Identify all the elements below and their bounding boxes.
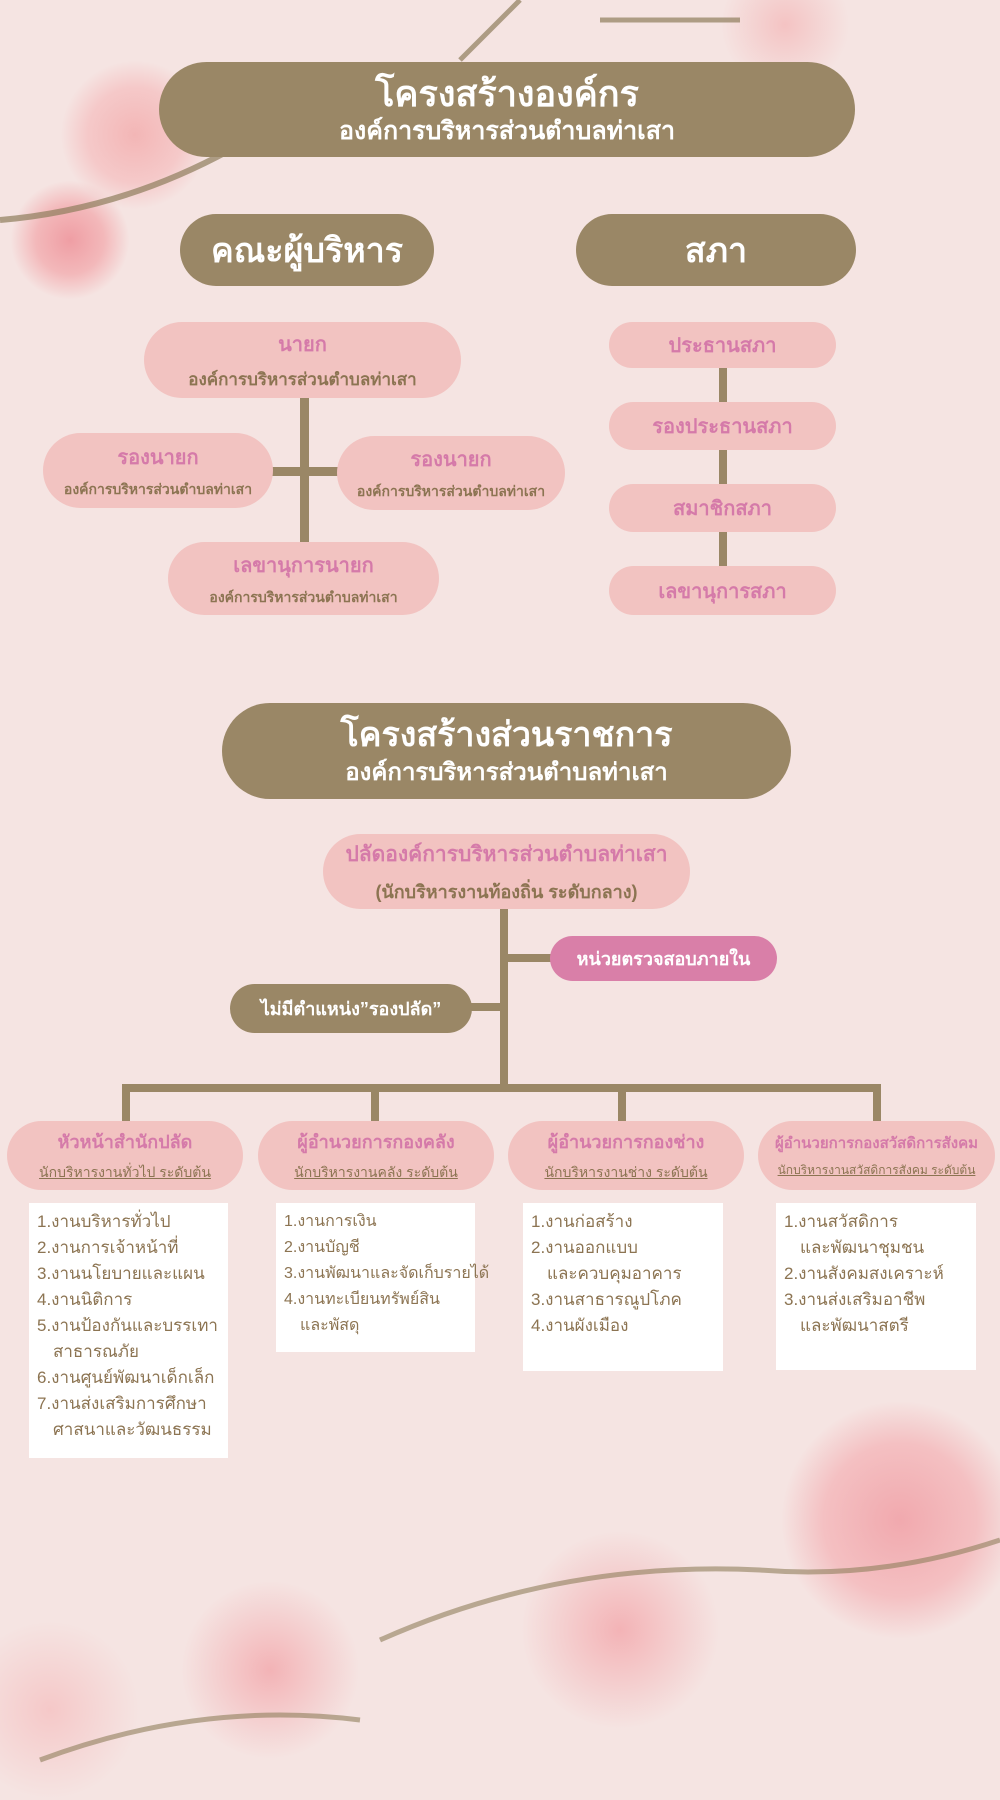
connector (470, 1003, 504, 1011)
task-item: ศาสนาและวัฒนธรรม (53, 1420, 212, 1439)
task-item: 2.งานบัญชี (284, 1239, 360, 1256)
council-heading-label: สภา (684, 231, 748, 271)
council-member-label: สมาชิกสภา (673, 498, 772, 520)
no-deputy-clerk-label: ไม่มีตำแหน่ง”รองปลัด” (260, 999, 442, 1019)
task-item: 1.งานสวัสดิการ (784, 1212, 898, 1231)
council-member-label: ประธานสภา (668, 335, 777, 357)
subtitle: องค์การบริหารส่วนตำบลท่าเสา (339, 115, 675, 145)
municipal-clerk-box: ปลัดองค์การบริหารส่วนตำบลท่าเสา (นักบริห… (323, 834, 690, 909)
mayor-secretary-title: เลขานุการนายก (233, 554, 374, 577)
council-member-label: เลขานุการสภา (658, 580, 787, 603)
council-vice-president-box: รองประธานสภา (609, 402, 836, 450)
division-head-box: หัวหน้าสำนักปลัด นักบริหารงานทั่วไป ระดั… (7, 1121, 243, 1190)
mayor-secretary-box: เลขานุการนายก องค์การบริหารส่วนตำบลท่าเส… (168, 542, 439, 615)
admin-structure-title: โครงสร้างส่วนราชการ องค์การบริหารส่วนตำบ… (222, 703, 791, 799)
deputy-mayor-left-box: รองนายก องค์การบริหารส่วนตำบลท่าเสา (43, 433, 273, 508)
division-head-box: ผู้อำนวยการกองคลัง นักบริหารงานคลัง ระดั… (258, 1121, 494, 1190)
division-title: ผู้อำนวยการกองคลัง (297, 1132, 455, 1152)
deputy-mayor-org: องค์การบริหารส่วนตำบลท่าเสา (356, 483, 546, 499)
blossom-decoration (780, 1400, 1000, 1640)
task-item: 7.งานส่งเสริมการศึกษา (37, 1394, 207, 1413)
division-title: หัวหน้าสำนักปลัด (57, 1132, 193, 1152)
task-item: และควบคุมอาคาร (547, 1264, 682, 1283)
task-item: 3.งานนโยบายและแผน (37, 1264, 205, 1283)
division-level: นักบริหารงานทั่วไป ระดับต้น (39, 1164, 211, 1180)
executives-heading-label: คณะผู้บริหาร (210, 231, 404, 271)
division-title: ผู้อำนวยการกองสวัสดิการสังคม (774, 1135, 979, 1152)
clerk-title: ปลัดองค์การบริหารส่วนตำบลท่าเสา (345, 842, 668, 866)
task-item: และพัฒนาชุมชน (800, 1238, 925, 1257)
task-item: 6.งานศูนย์พัฒนาเด็กเล็ก (37, 1368, 215, 1387)
council-secretary-box: เลขานุการสภา (609, 566, 836, 615)
clerk-level: (นักบริหารงานท้องถิ่น ระดับกลาง) (375, 881, 638, 902)
connector (371, 1084, 379, 1124)
mayor-title: นายก (278, 333, 327, 356)
task-item: 5.งานป้องกันและบรรเทา (37, 1316, 218, 1335)
task-item: 3.งานสาธารณูปโภค (531, 1290, 682, 1309)
connector (122, 1084, 130, 1124)
council-heading: สภา (576, 214, 856, 286)
blossom-decoration (520, 1530, 720, 1730)
deputy-mayor-right-box: รองนายก องค์การบริหารส่วนตำบลท่าเสา (337, 436, 565, 510)
deputy-mayor-title: รองนายก (117, 446, 199, 469)
title: โครงสร้างส่วนราชการ (340, 715, 673, 755)
internal-audit-label: หน่วยตรวจสอบภายใน (576, 949, 751, 969)
connector (719, 340, 727, 590)
task-item: 3.งานพัฒนาและจัดเก็บรายได้ (284, 1265, 490, 1282)
title: โครงสร้างองค์กร (375, 72, 639, 115)
task-item: และพัสดุ (300, 1317, 360, 1334)
subtitle: องค์การบริหารส่วนตำบลท่าเสา (345, 757, 668, 786)
division-task-list: 1.งานบริหารทั่วไป 2.งานการเจ้าหน้าที่ 3.… (29, 1203, 228, 1458)
connector (504, 954, 552, 962)
connector (873, 1084, 881, 1124)
division-level: นักบริหารงานสวัสดิการสังคม ระดับต้น (777, 1163, 976, 1177)
mayor-org: องค์การบริหารส่วนตำบลท่าเสา (188, 369, 417, 389)
task-item: 1.งานการเงิน (284, 1213, 377, 1230)
connector (618, 1084, 626, 1124)
blossom-decoration (180, 1580, 360, 1760)
deputy-mayor-org: องค์การบริหารส่วนตำบลท่าเสา (63, 480, 253, 497)
task-item: 3.งานส่งเสริมอาชีพ (784, 1290, 926, 1309)
internal-audit-box: หน่วยตรวจสอบภายใน (550, 936, 777, 981)
task-item: 1.งานบริหารทั่วไป (37, 1212, 171, 1231)
division-title: ผู้อำนวยการกองช่าง (547, 1132, 705, 1152)
division-level: นักบริหารงานคลัง ระดับต้น (294, 1164, 458, 1180)
executives-heading: คณะผู้บริหาร (180, 214, 434, 286)
task-item: 4.งานนิติการ (37, 1290, 133, 1309)
division-level: นักบริหารงานช่าง ระดับต้น (544, 1164, 708, 1180)
connector (122, 1084, 881, 1092)
blossom-decoration (0, 1620, 140, 1800)
connector (270, 467, 340, 476)
task-item: 2.งานสังคมสงเคราะห์ (784, 1264, 944, 1283)
task-item: สาธารณภัย (53, 1342, 139, 1361)
org-structure-title: โครงสร้างองค์กร องค์การบริหารส่วนตำบลท่า… (159, 62, 855, 157)
task-item: และพัฒนาสตรี (800, 1316, 909, 1335)
task-item: 2.งานออกแบบ (531, 1238, 638, 1257)
connector (500, 909, 508, 1089)
division-task-list: 1.งานการเงิน 2.งานบัญชี 3.งานพัฒนาและจัด… (276, 1203, 490, 1352)
division-head-box: ผู้อำนวยการกองช่าง นักบริหารงานช่าง ระดั… (508, 1121, 744, 1190)
task-item: 4.งานทะเบียนทรัพย์สิน (284, 1291, 440, 1308)
task-item: 4.งานผังเมือง (531, 1316, 629, 1335)
mayor-box: นายก องค์การบริหารส่วนตำบลท่าเสา (144, 322, 461, 398)
task-item: 2.งานการเจ้าหน้าที่ (37, 1238, 179, 1257)
no-deputy-clerk-box: ไม่มีตำแหน่ง”รองปลัด” (230, 984, 472, 1033)
division-task-list: 1.งานก่อสร้าง 2.งานออกแบบ และควบคุมอาคาร… (523, 1203, 723, 1371)
council-member-label: รองประธานสภา (652, 416, 793, 438)
council-members-box: สมาชิกสภา (609, 484, 836, 532)
council-president-box: ประธานสภา (609, 322, 836, 368)
mayor-secretary-org: องค์การบริหารส่วนตำบลท่าเสา (209, 588, 398, 605)
division-task-list: 1.งานสวัสดิการ และพัฒนาชุมชน 2.งานสังคมส… (776, 1203, 976, 1370)
task-item: 1.งานก่อสร้าง (531, 1212, 633, 1231)
division-head-box: ผู้อำนวยการกองสวัสดิการสังคม นักบริหารงา… (758, 1121, 995, 1190)
deputy-mayor-title: รองนายก (410, 449, 492, 471)
